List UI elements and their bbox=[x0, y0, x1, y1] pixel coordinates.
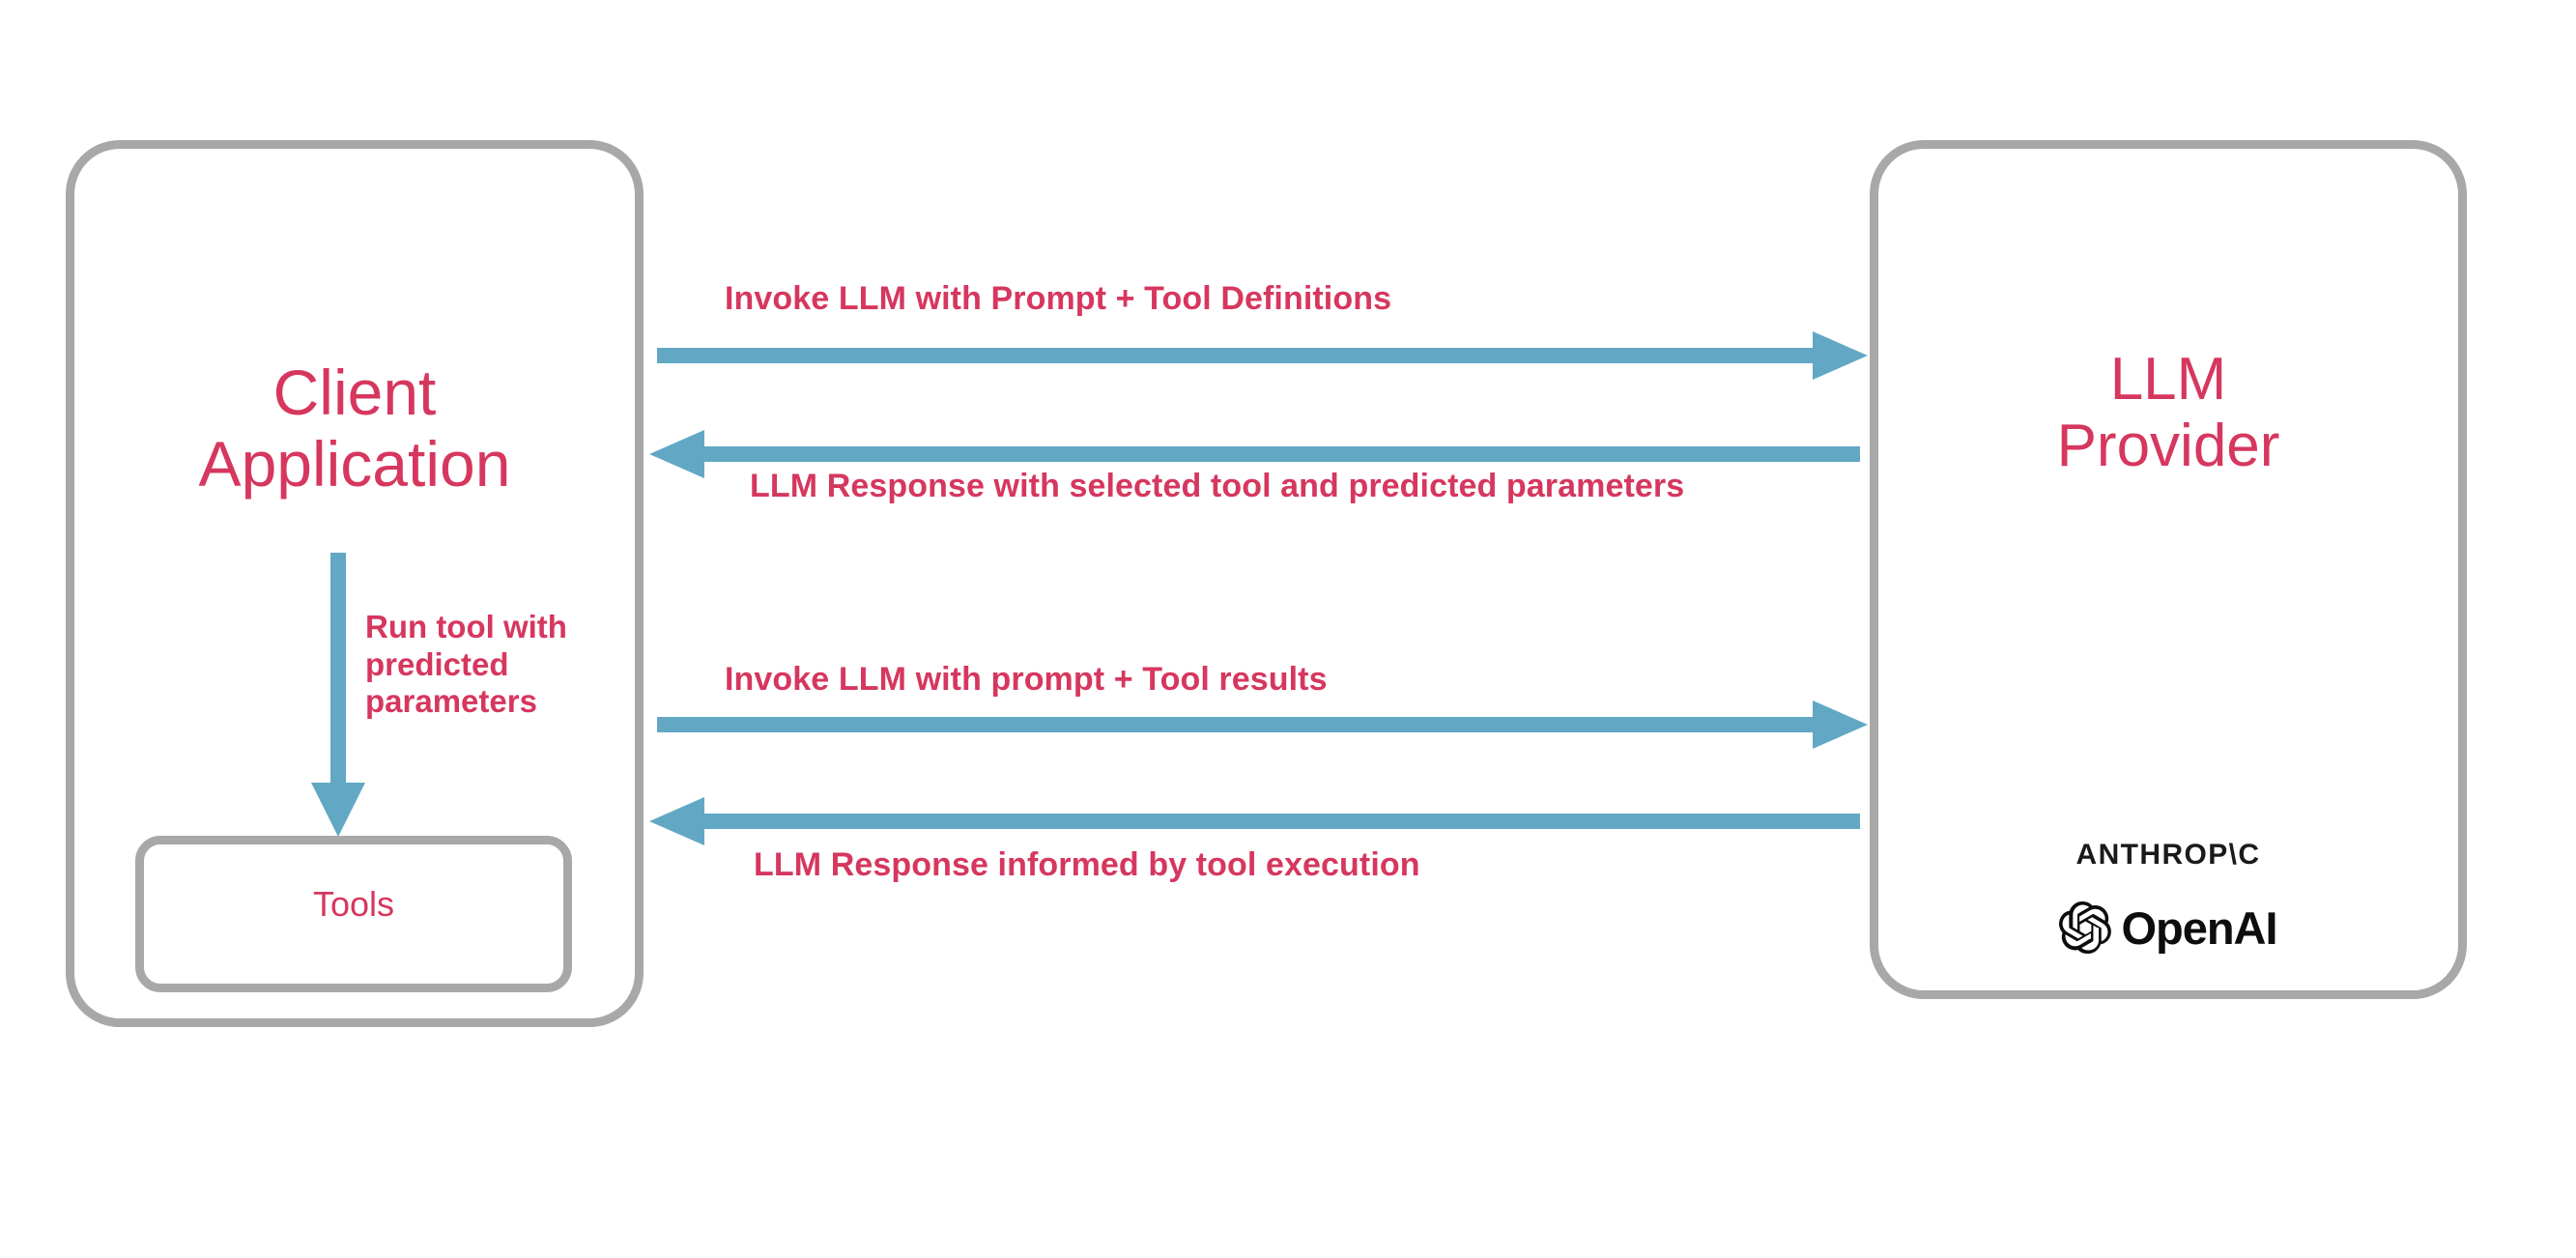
run-tool-arrow-label: Run tool with predicted parameters bbox=[365, 609, 567, 720]
llm-response-selected-tool-label: LLM Response with selected tool and pred… bbox=[750, 468, 1685, 504]
openai-knot-icon bbox=[2059, 901, 2112, 954]
run-tool-arrow bbox=[307, 553, 369, 843]
llm-response-informed-arrow bbox=[649, 797, 1860, 845]
openai-logo: OpenAI bbox=[1870, 894, 2467, 961]
llm-provider-label: LLM Provider bbox=[2056, 346, 2280, 480]
invoke-llm-tool-results-arrow bbox=[657, 700, 1868, 749]
anthropic-logo: ANTHROP\C bbox=[2075, 839, 2261, 871]
invoke-llm-tool-definitions-label: Invoke LLM with Prompt + Tool Definition… bbox=[725, 280, 1392, 317]
llm-provider-box bbox=[1870, 140, 2467, 999]
llm-response-selected-tool-arrow bbox=[649, 430, 1860, 478]
llm-response-informed-label: LLM Response informed by tool execution bbox=[754, 846, 1420, 883]
tools-box bbox=[135, 836, 572, 992]
tools-label: Tools bbox=[312, 884, 395, 924]
openai-wordmark: OpenAI bbox=[2121, 901, 2277, 954]
client-application-label: Client Application bbox=[198, 357, 511, 500]
invoke-llm-tool-definitions-arrow bbox=[657, 331, 1868, 380]
invoke-llm-tool-results-label: Invoke LLM with prompt + Tool results bbox=[725, 661, 1328, 698]
